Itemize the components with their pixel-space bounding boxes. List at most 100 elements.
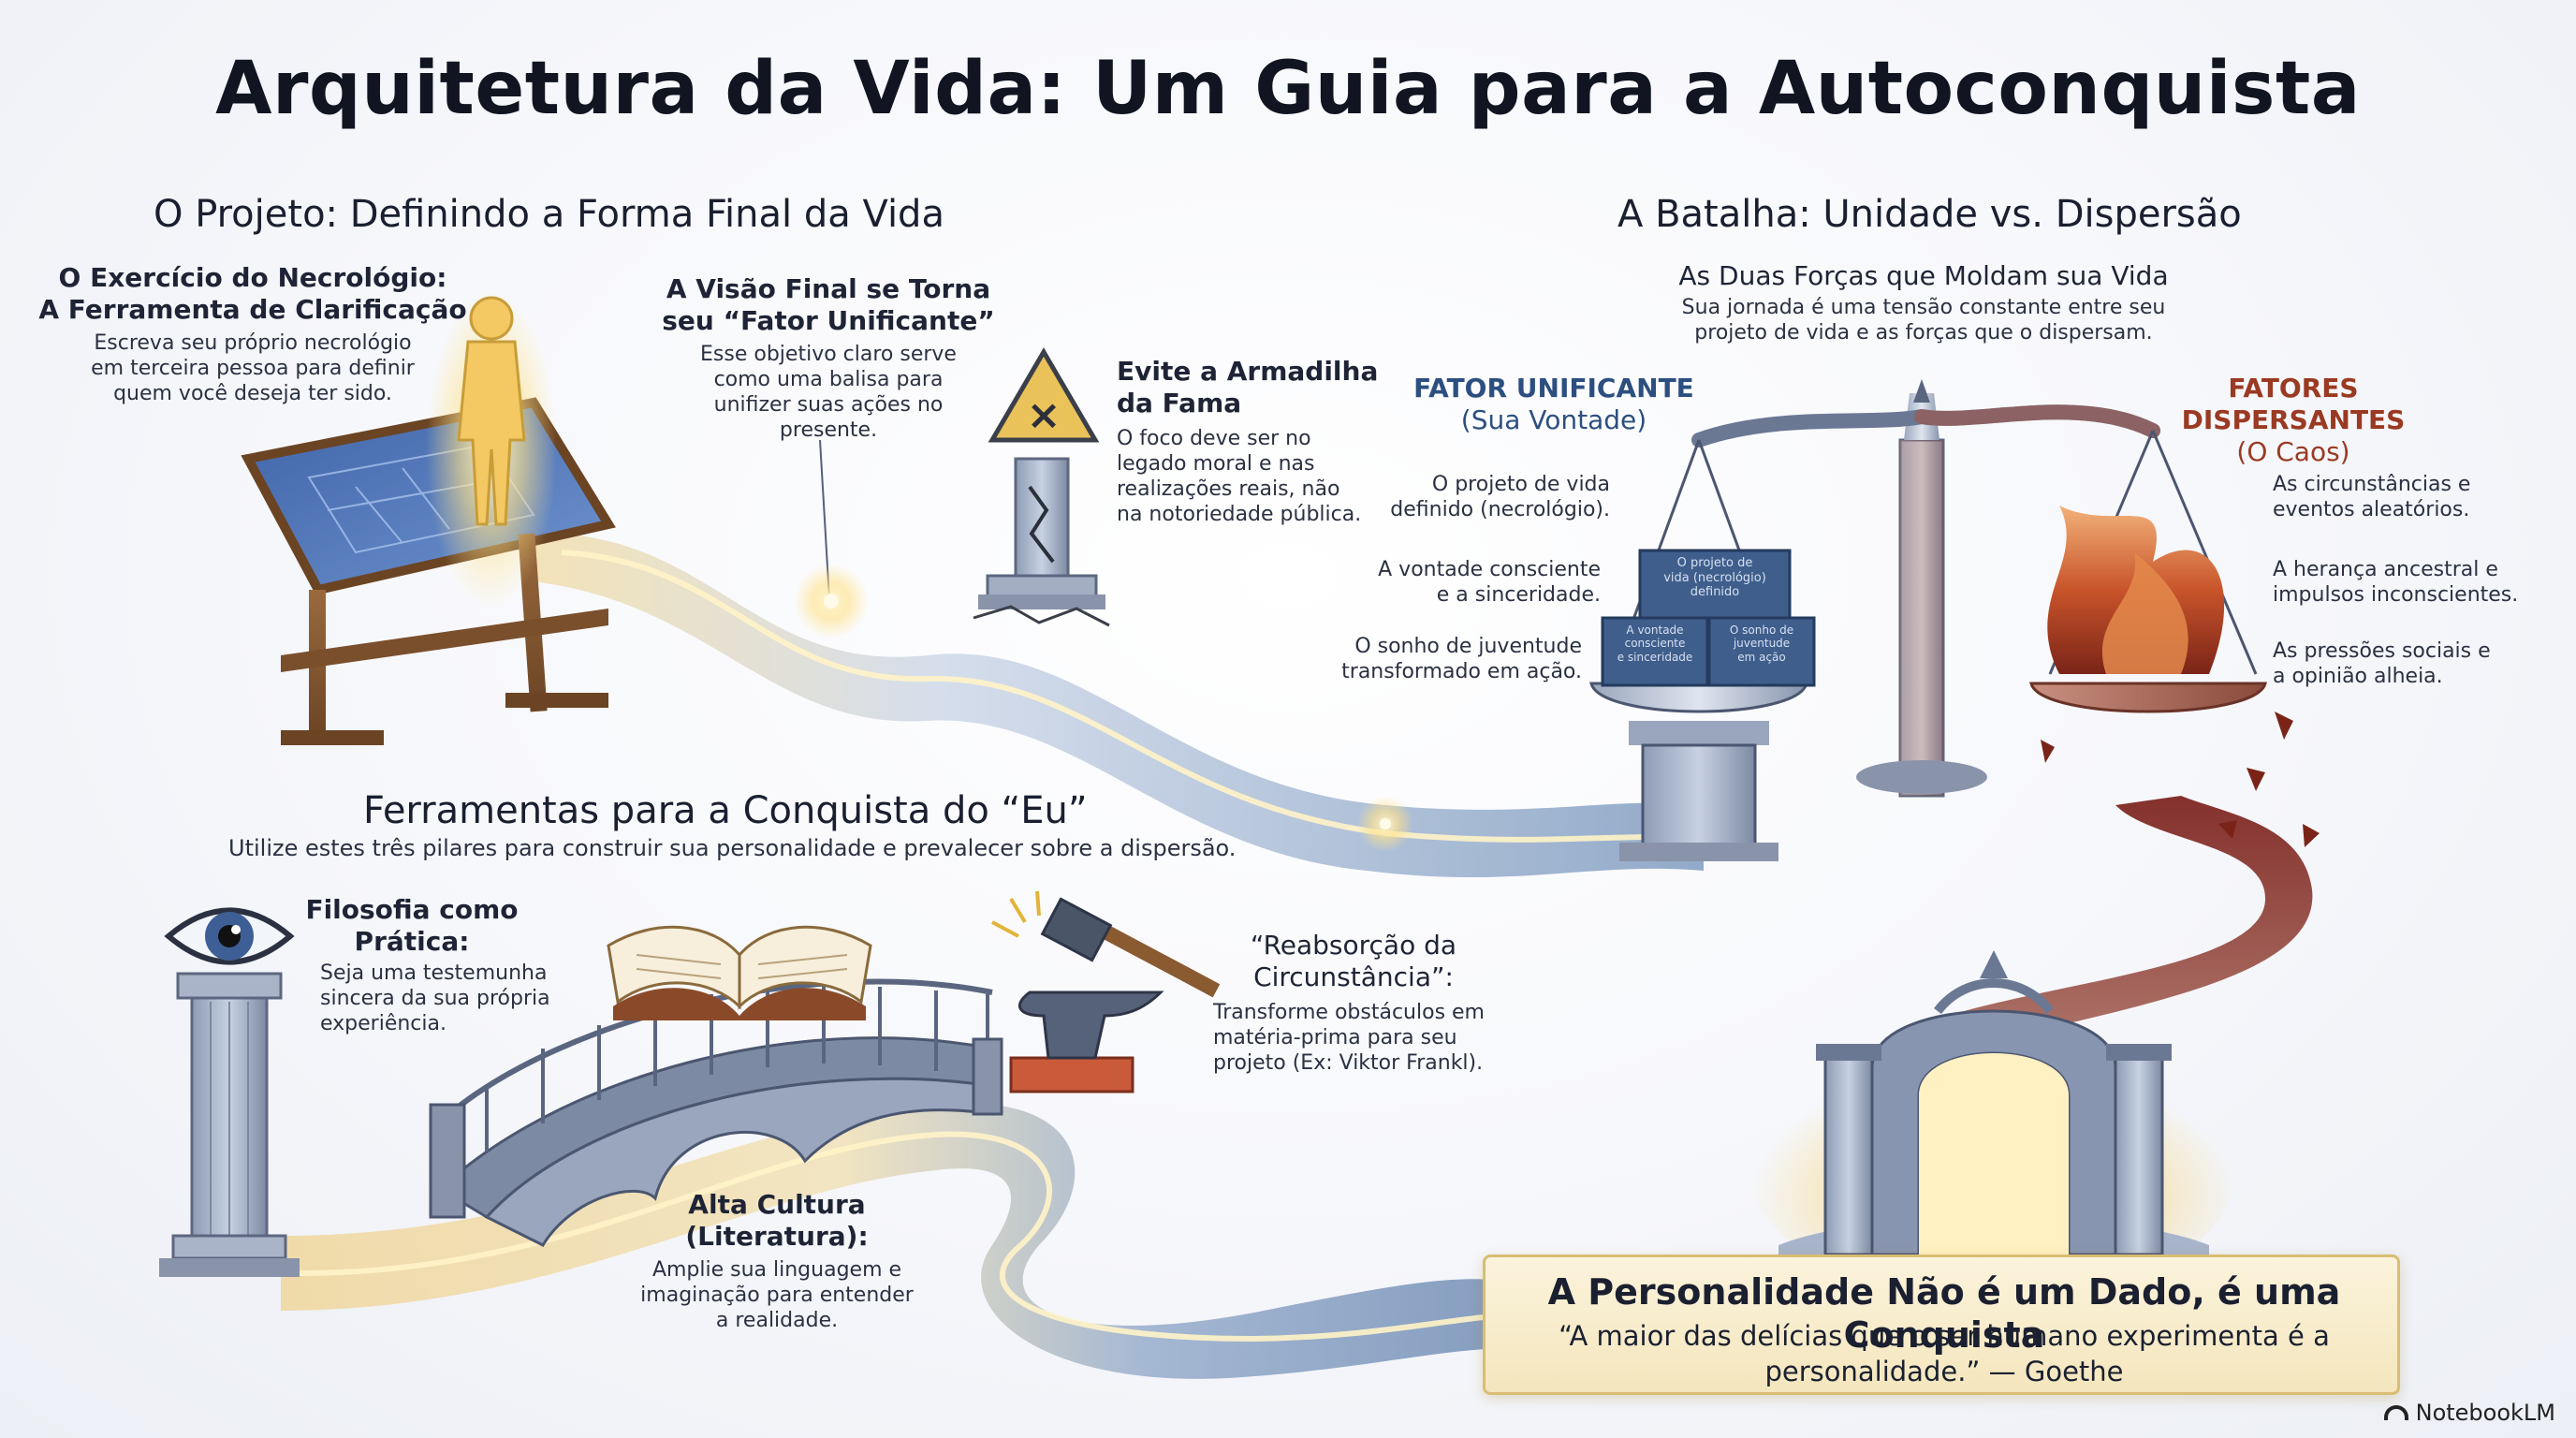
dispersing-label: FATORES DISPERSANTES — [2181, 373, 2406, 436]
vision-block: A Visão Final se Torna seu “Fator Unific… — [655, 273, 1002, 444]
battle-sub-body-line-1: Sua jornada é uma tensão constante entre… — [1681, 296, 2166, 320]
dispersing-item-2-line-1: A herança ancestral e — [2273, 558, 2498, 581]
fame-body-line-2: legado moral e nas — [1117, 452, 1315, 477]
necrology-body-line-3: quem você deseja ter sido. — [113, 381, 392, 405]
unifying-blocks — [1601, 549, 1816, 687]
philosophy-body: Seja uma testemunha sincera da sua própr… — [320, 961, 582, 1036]
dispersing-item-3-line-2: a opinião alheia. — [2273, 664, 2443, 688]
necrology-body-line-1: Escreva seu próprio necrológio — [94, 331, 412, 356]
chaos-flames — [2041, 506, 2320, 847]
eye-pillar-illustration — [159, 907, 300, 1277]
project-heading: O Projeto: Definindo a Forma Final da Vi… — [154, 193, 944, 236]
fame-body-line-3: realizações reais, não — [1117, 477, 1340, 501]
culture-body-line-3: a realidade. — [715, 1308, 839, 1332]
dispersing-item-2-line-2: impulsos inconscientes. — [2273, 582, 2519, 607]
unifying-block-3-line-3: em ação — [1737, 650, 1786, 664]
philosophy-title-line-2: Prática: — [354, 926, 470, 958]
balance-scale-illustration — [1589, 379, 2267, 861]
vision-body-line-4: presente. — [779, 418, 878, 442]
fame-title-line-2: da Fama — [1117, 388, 1242, 419]
necrology-block: O Exercício do Necrológio: A Ferramenta … — [37, 262, 468, 407]
bridge-illustration — [429, 978, 1003, 1247]
vision-body-line-3: unifizer suas ações no — [713, 392, 944, 417]
fame-body-line-4: na notoriedade pública. — [1117, 502, 1362, 526]
reabsorption-body-line-1: Transforme obstáculos em — [1213, 1001, 1485, 1025]
unifying-item-1-line-2: definido (necrológio). — [1390, 497, 1610, 521]
unifying-item-3-line-2: transformado em ação. — [1341, 659, 1582, 683]
unifying-block-3-line-2: juventude — [1733, 637, 1791, 651]
necrology-body-line-2: em terceira pessoa para definir — [91, 357, 415, 381]
unifying-item-2-line-2: e a sinceridade. — [1436, 582, 1601, 607]
dispersing-item-1: As circunstâncias e eventos aleatórios. — [2273, 473, 2572, 523]
necrology-title-line-1: O Exercício do Necrológio: — [58, 262, 447, 293]
unifying-item-1-line-1: O projeto de vida — [1431, 473, 1610, 496]
unifying-block-2-line-2: consciente — [1624, 637, 1686, 651]
unifying-sub: (Sua Vontade) — [1460, 404, 1647, 436]
unifying-item-2-line-1: A vontade consciente — [1378, 558, 1601, 581]
vision-title-line-2: seu “Fator Unificante” — [662, 305, 995, 337]
reabsorption-body-line-2: matéria-prima para seu — [1213, 1026, 1457, 1050]
fame-body-line-1: O foco deve ser no — [1117, 427, 1311, 451]
conclusion-quote-line-2: personalidade.” — Goethe — [1764, 1355, 2124, 1387]
dispersing-item-3: As pressões sociais e a opinião alheia. — [2273, 639, 2572, 690]
philosophy-block: Filosofia como Prática: — [300, 894, 524, 958]
anvil-hammer-illustration — [991, 890, 1221, 1093]
dispersing-sub: (O Caos) — [2236, 436, 2350, 468]
fame-title-line-1: Evite a Armadilha — [1117, 356, 1379, 387]
culture-title-line-1: Alta Cultura — [688, 1189, 866, 1220]
vision-body-line-2: como uma balisa para — [713, 368, 944, 392]
philosophy-body-line-2: sincera da sua própria — [320, 986, 550, 1010]
unifying-label: FATOR UNIFICANTE — [1413, 373, 1694, 404]
culture-title-line-2: (Literatura): — [685, 1221, 869, 1253]
conclusion-banner: A Personalidade Não é um Dado, é uma Con… — [1483, 1255, 2400, 1395]
reabsorption-body-line-3: projeto (Ex: Viktor Frankl). — [1213, 1050, 1484, 1075]
tools-heading: Ferramentas para a Conquista do “Eu” — [363, 789, 1088, 832]
reabsorption-title-line-2: Circunstância”: — [1253, 961, 1454, 993]
unifying-block-2-line-1: A vontade — [1626, 624, 1684, 637]
unifying-block-2-line-3: e sinceridade — [1617, 650, 1693, 664]
conclusion-quote-line-1: “A maior das delícias que o ser humano e… — [1559, 1320, 2330, 1352]
dispersing-item-1-line-1: As circunstâncias e — [2273, 473, 2471, 496]
unifying-item-1: O projeto de vida definido (necrológio). — [1329, 473, 1610, 523]
vision-glow — [794, 439, 869, 638]
battle-sub-block: As Duas Forças que Moldam sua Vida Sua j… — [1629, 260, 2218, 346]
svg-text:×: × — [1027, 391, 1061, 439]
dispersing-item-3-line-1: As pressões sociais e — [2273, 639, 2491, 663]
drafting-table-illustration — [241, 290, 616, 745]
notebooklm-logo-icon — [2383, 1405, 2408, 1421]
page-title: Arquitetura da Vida: Um Guia para a Auto… — [215, 47, 2361, 131]
culture-body-line-2: imaginação para entender — [640, 1284, 914, 1308]
unifying-label-block: FATOR UNIFICANTE (Sua Vontade) — [1404, 373, 1704, 436]
philosophy-title-line-1: Filosofia como — [305, 894, 519, 925]
unifying-item-3: O sonho de juventude transformado em açã… — [1301, 635, 1582, 685]
dispersing-label-block: FATORES DISPERSANTES (O Caos) — [2115, 373, 2471, 468]
unifying-item-3-line-1: O sonho de juventude — [1354, 635, 1582, 658]
unifying-block-3: O sonho de juventude em ação — [1709, 624, 1814, 664]
necrology-title-line-2: A Ferramenta de Clarificação — [38, 294, 467, 326]
vision-title-line-1: A Visão Final se Torna — [666, 273, 991, 304]
upper-path — [524, 533, 1705, 878]
culture-body-line-1: Amplie sua linguagem e — [651, 1258, 902, 1283]
unifying-block-3-line-1: O sonho de — [1729, 624, 1794, 637]
sparkle — [1357, 796, 1413, 852]
gate-illustration — [1750, 950, 2237, 1301]
reabsorption-title-line-1: “Reabsorção da — [1250, 930, 1457, 961]
fame-trap-illustration: × — [973, 347, 1110, 627]
unifying-block-1-line-2: vida (necrológio) — [1663, 570, 1766, 585]
conclusion-quote: “A maior das delícias que o ser humano e… — [1486, 1319, 2403, 1389]
philosophy-body-line-1: Seja uma testemunha — [320, 961, 548, 985]
battle-sub-body-line-2: projeto de vida e as forças que o disper… — [1694, 320, 2153, 345]
unifying-block-1-line-1: O projeto de — [1676, 556, 1753, 570]
dispersing-item-2: A herança ancestral e impulsos inconscie… — [2273, 558, 2572, 609]
philosophy-body-line-3: experiência. — [320, 1011, 446, 1035]
unifying-block-1: O projeto de vida (necrológio) definido — [1640, 556, 1790, 600]
battle-heading: A Batalha: Unidade vs. Dispersão — [1617, 193, 2242, 236]
culture-block: Alta Cultura (Literatura): Amplie sua li… — [618, 1189, 936, 1334]
conclusion-title: A Personalidade Não é um Dado, é uma Con… — [1547, 1271, 2341, 1357]
unifying-block-2: A vontade consciente e sinceridade — [1603, 624, 1707, 664]
fame-block: Evite a Armadilha da Fama O foco deve se… — [1117, 356, 1398, 528]
open-book-illustration — [607, 925, 872, 1020]
tools-body: Utilize estes três pilares para construi… — [228, 835, 1237, 861]
vision-body-line-1: Esse objetivo claro serve — [700, 343, 957, 367]
